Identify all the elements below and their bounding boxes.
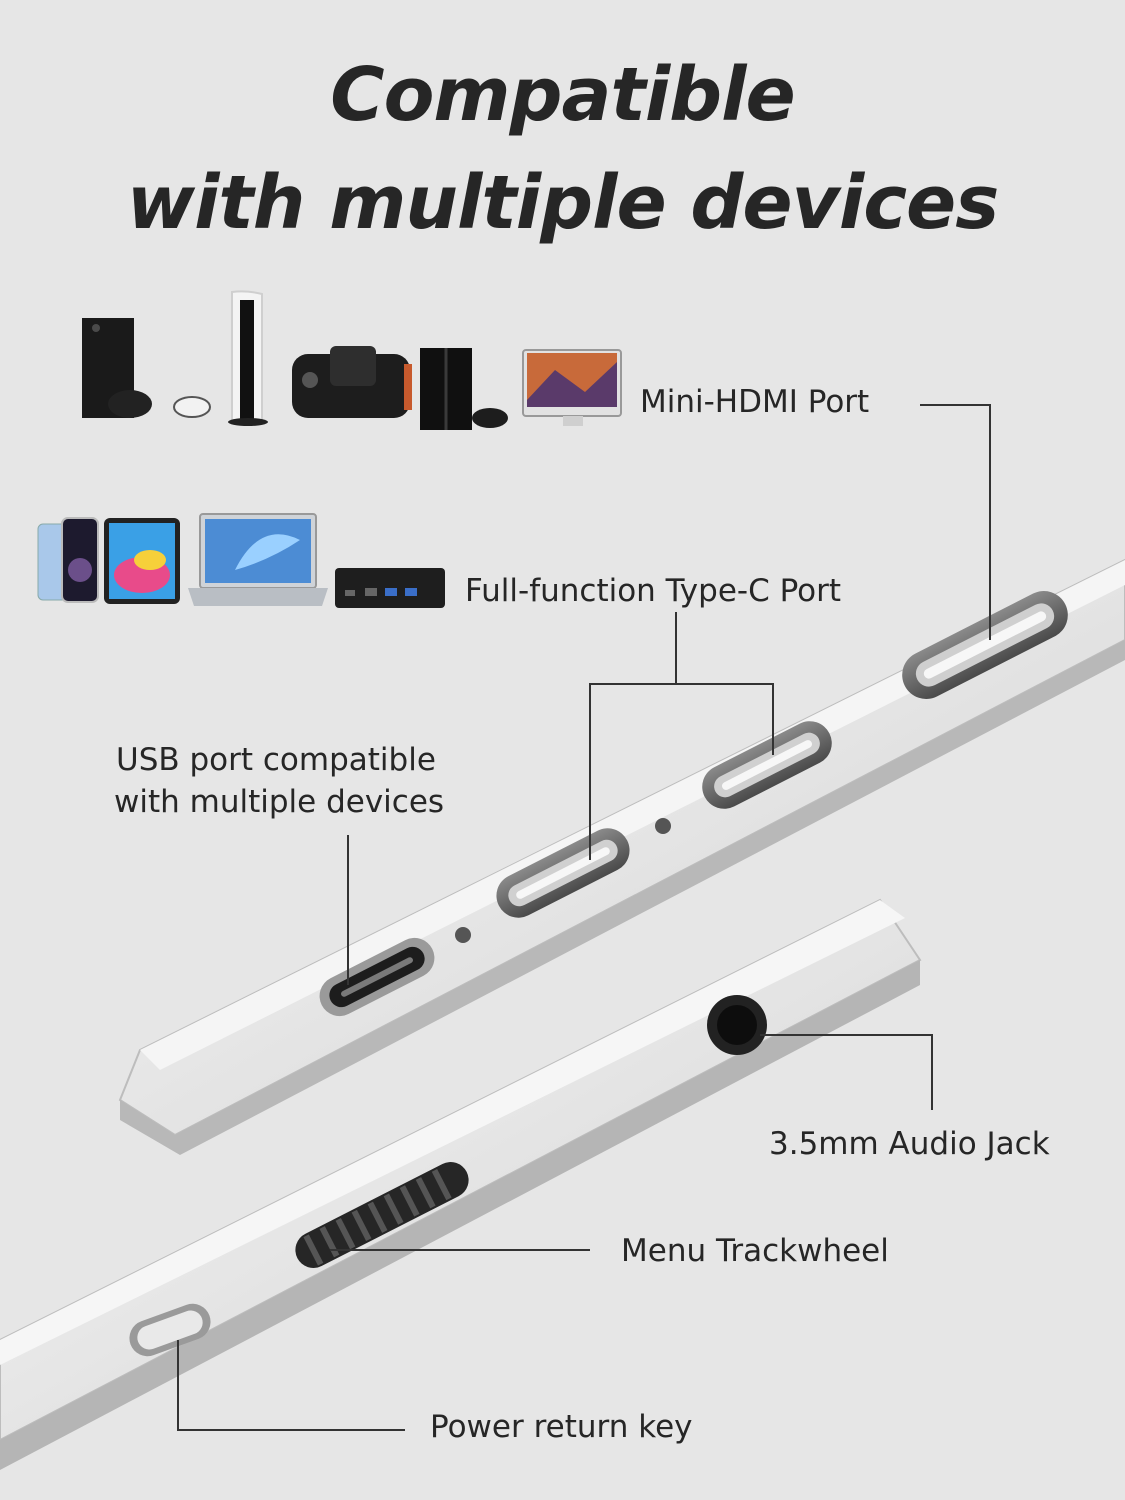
callout-type-c-left xyxy=(589,612,677,860)
label-type-c-port: Full-function Type-C Port xyxy=(465,573,842,609)
usb-port-shape xyxy=(319,937,435,1017)
label-usb-port-line-1: USB port compatible xyxy=(116,742,436,778)
label-audio-jack: 3.5mm Audio Jack xyxy=(769,1126,1050,1162)
ps5-console-icon xyxy=(173,290,268,426)
laptop-icon xyxy=(188,513,328,606)
label-menu-trackwheel: Menu Trackwheel xyxy=(621,1233,889,1269)
xbox-console-icon xyxy=(82,318,152,418)
label-power-return-key: Power return key xyxy=(430,1409,693,1445)
indicator-dot-right xyxy=(655,818,671,834)
smartphone-icon xyxy=(37,517,99,603)
handheld-console-icon xyxy=(292,346,412,418)
indicator-dot-left xyxy=(455,927,471,943)
headline-line-2: with multiple devices xyxy=(126,160,1000,246)
mini-pc-icon xyxy=(335,568,445,608)
ps4-console-icon xyxy=(420,348,508,430)
mini-hdmi-port-shape xyxy=(902,591,1068,699)
power-key-shape xyxy=(129,1303,211,1357)
callout-audio xyxy=(760,1034,933,1110)
label-mini-hdmi-port: Mini-HDMI Port xyxy=(640,384,870,420)
label-usb-port-line-2: with multiple devices xyxy=(114,784,445,820)
type-c-port-right-shape xyxy=(702,721,832,809)
tablet-icon xyxy=(104,518,180,604)
callout-lines xyxy=(177,404,991,1431)
callout-mini-hdmi xyxy=(920,404,991,640)
imac-icon xyxy=(522,349,622,426)
callout-power xyxy=(177,1340,405,1431)
callout-type-c-right xyxy=(676,683,774,755)
headline-line-1: Compatible xyxy=(330,52,795,138)
trackwheel-shape xyxy=(295,1162,469,1268)
